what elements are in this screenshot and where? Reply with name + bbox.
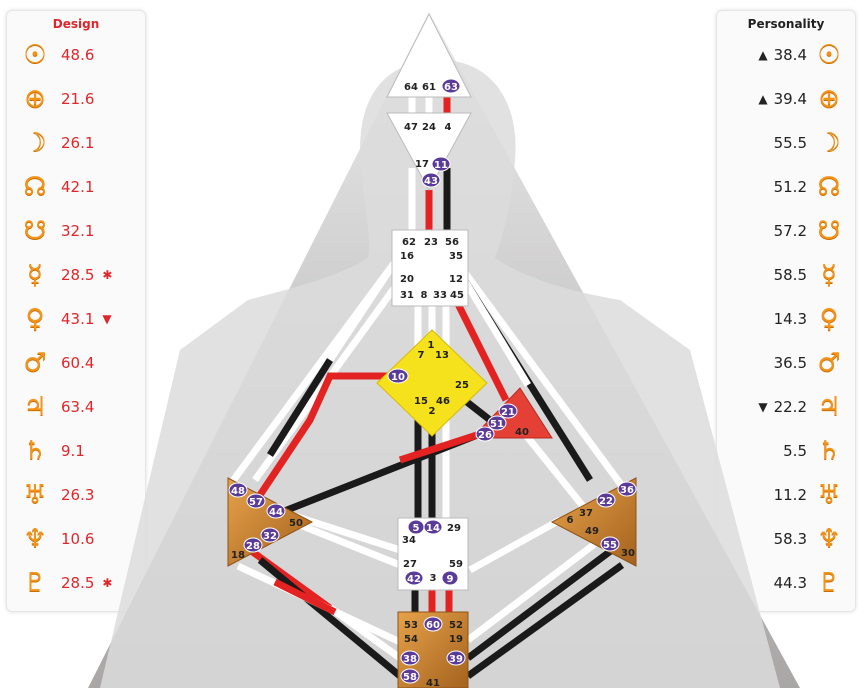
gate-label: 46 xyxy=(436,396,450,407)
gate-label: 47 xyxy=(404,122,418,133)
gate-label: 15 xyxy=(414,396,428,407)
gate-label: 50 xyxy=(289,518,303,529)
gate-label: 6 xyxy=(567,515,574,526)
gate-badge-label: 5 xyxy=(413,523,420,534)
gate-badge-label: 57 xyxy=(249,497,263,508)
gate-label: 59 xyxy=(449,559,463,570)
gate-badge: 48 xyxy=(229,483,247,497)
gate-badge: 55 xyxy=(601,537,619,551)
gate-badge: 51 xyxy=(488,416,506,430)
gate-badge-label: 9 xyxy=(447,574,454,585)
gate-label: 40 xyxy=(515,427,529,438)
gate-badge: 42 xyxy=(405,571,423,585)
gate-badge: 58 xyxy=(401,669,419,683)
gate-badge-label: 36 xyxy=(620,485,634,496)
gate-badge: 14 xyxy=(424,520,442,534)
gate-badge-label: 63 xyxy=(444,82,458,93)
gate-badge-label: 32 xyxy=(263,531,277,542)
gate-badge: 22 xyxy=(597,493,615,507)
gate-label: 1 xyxy=(428,340,435,351)
gate-badge: 57 xyxy=(247,494,265,508)
gate-label: 52 xyxy=(449,620,463,631)
gate-label: 64 xyxy=(404,82,418,93)
gate-badge: 5 xyxy=(408,520,424,534)
gate-badge-label: 60 xyxy=(426,620,440,631)
gate-badge: 28 xyxy=(244,538,262,552)
gate-badge: 10 xyxy=(388,369,408,383)
gate-badge: 38 xyxy=(401,651,419,665)
gate-badge: 32 xyxy=(261,528,279,542)
gate-label: 53 xyxy=(404,620,418,631)
gate-label: 34 xyxy=(402,535,416,546)
gate-label: 20 xyxy=(400,274,414,285)
gate-label: 31 xyxy=(400,290,414,301)
gate-badge: 26 xyxy=(476,427,494,441)
gate-badge-label: 10 xyxy=(391,372,405,383)
gate-badge-label: 21 xyxy=(501,407,515,418)
gate-label: 27 xyxy=(403,559,417,570)
gate-badge: 21 xyxy=(499,404,517,418)
gate-badge-label: 22 xyxy=(599,496,613,507)
gate-label: 35 xyxy=(449,251,463,262)
gate-badge-label: 55 xyxy=(603,540,617,551)
gate-badge-label: 58 xyxy=(403,672,417,683)
gate-label: 54 xyxy=(404,634,418,645)
gate-badge: 9 xyxy=(442,571,458,585)
gate-label: 16 xyxy=(400,251,414,262)
gate-badge: 11 xyxy=(432,157,450,171)
gate-label: 12 xyxy=(449,274,463,285)
gate-badge-label: 14 xyxy=(426,523,440,534)
gate-badge-label: 26 xyxy=(478,430,492,441)
gate-badge-label: 43 xyxy=(424,176,438,187)
gate-badge-label: 11 xyxy=(434,160,448,171)
gate-label: 33 xyxy=(433,290,447,301)
gate-badge: 60 xyxy=(424,617,442,631)
gate-badge-label: 39 xyxy=(449,654,463,665)
gate-label: 29 xyxy=(447,523,461,534)
gate-badge: 44 xyxy=(267,504,285,518)
gate-label: 56 xyxy=(445,237,459,248)
gate-label: 18 xyxy=(231,550,245,561)
gate-label: 2 xyxy=(429,406,436,417)
gate-label: 62 xyxy=(402,237,416,248)
gate-badge-label: 51 xyxy=(490,419,504,430)
gate-badge-label: 38 xyxy=(403,654,417,665)
gate-label: 24 xyxy=(422,122,436,133)
gate-label: 61 xyxy=(422,82,436,93)
gate-label: 45 xyxy=(450,290,464,301)
gate-label: 13 xyxy=(435,350,449,361)
gate-label: 3 xyxy=(430,573,437,584)
gate-badge: 36 xyxy=(618,482,636,496)
gate-label: 49 xyxy=(585,526,599,537)
gate-badge-label: 42 xyxy=(407,574,421,585)
gate-label: 37 xyxy=(579,508,593,519)
gate-badge: 39 xyxy=(447,651,465,665)
gate-badge: 43 xyxy=(422,173,440,187)
gate-badge-label: 28 xyxy=(246,541,260,552)
gate-label: 19 xyxy=(449,634,463,645)
gate-label: 30 xyxy=(621,548,635,559)
gate-label: 8 xyxy=(421,290,428,301)
gate-label: 41 xyxy=(426,678,440,688)
gate-label: 23 xyxy=(424,237,438,248)
gate-label: 25 xyxy=(455,380,469,391)
gate-badge-label: 44 xyxy=(269,507,283,518)
gate-badge: 63 xyxy=(442,79,460,93)
gate-badge-label: 48 xyxy=(231,486,245,497)
gate-label: 4 xyxy=(445,122,452,133)
gate-label: 7 xyxy=(418,350,425,361)
gate-label: 17 xyxy=(415,159,429,170)
